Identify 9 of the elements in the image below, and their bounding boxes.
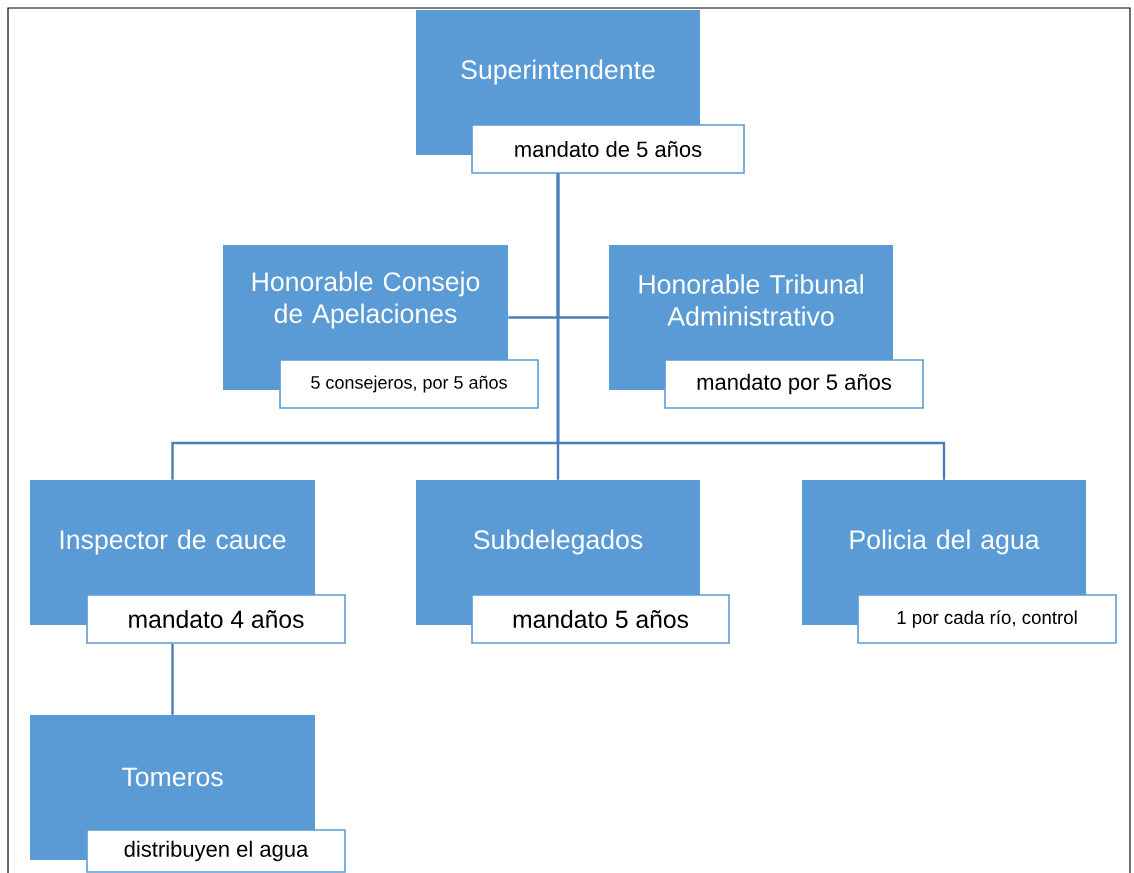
note-box: 5 consejeros, por 5 años — [279, 359, 539, 409]
connector-line — [556, 173, 946, 480]
note-box: mandato 4 años — [86, 594, 346, 644]
note-box: mandato 5 años — [471, 594, 730, 644]
note-box: distribuyen el agua — [86, 829, 346, 873]
note-box: mandato por 5 años — [664, 359, 924, 409]
note-box: 1 por cada río, control — [857, 594, 1117, 644]
connector-line — [171, 643, 174, 715]
note-box: mandato de 5 años — [471, 124, 745, 174]
